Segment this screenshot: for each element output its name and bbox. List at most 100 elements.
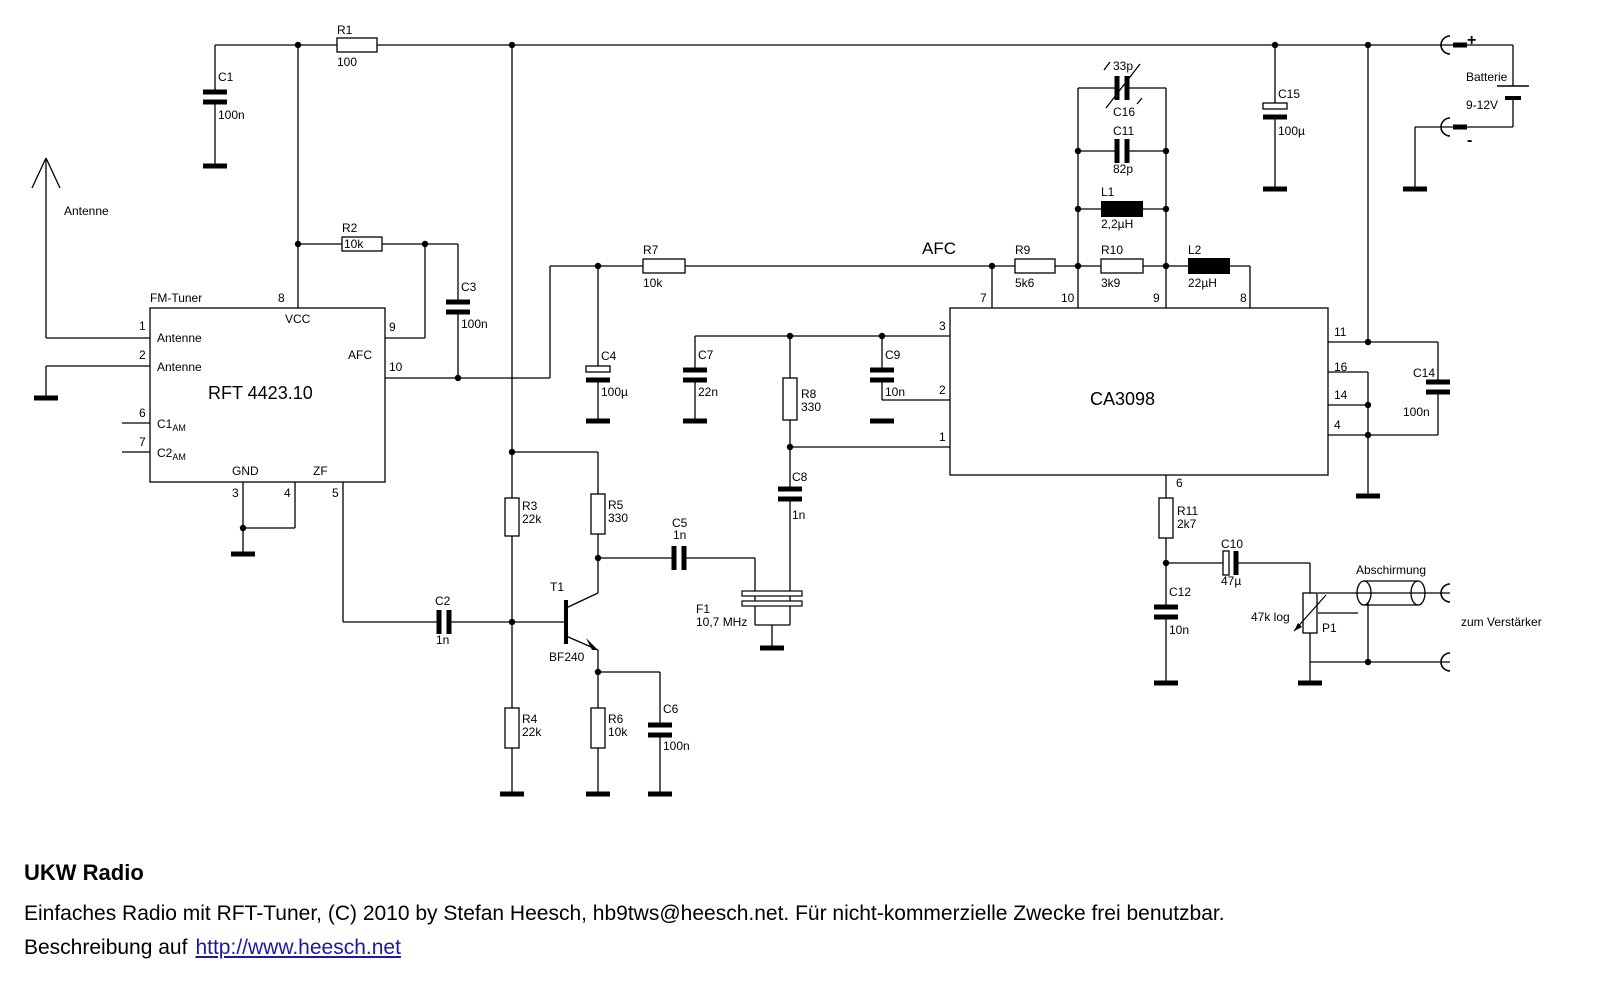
svg-text:2: 2	[139, 348, 146, 362]
svg-text:100µ: 100µ	[601, 385, 628, 399]
svg-text:10k: 10k	[344, 237, 364, 251]
svg-text:10: 10	[1061, 291, 1075, 305]
svg-text:1: 1	[139, 319, 146, 333]
svg-text:22k: 22k	[522, 512, 542, 526]
antenna-label: Antenne	[64, 204, 109, 218]
ground-symbols	[34, 163, 1427, 797]
component-labels: R1 100 R2 10k R3 22k R4 22k R5 330 R6 10…	[218, 23, 1435, 753]
tuner-vcc-label: VCC	[285, 312, 311, 326]
resistor-r2	[341, 236, 383, 252]
svg-text:7: 7	[980, 291, 987, 305]
shielded-cable	[1318, 580, 1451, 672]
minus-sign: -	[1467, 132, 1472, 149]
svg-text:1: 1	[939, 430, 946, 444]
resistor-r10	[1100, 258, 1144, 274]
resistor-r5	[590, 493, 606, 535]
website-link[interactable]: http://www.heesch.net	[195, 936, 401, 959]
potentiometer-p1	[1293, 592, 1327, 634]
svg-text:F1: F1	[696, 602, 710, 616]
resistor-r4	[504, 707, 520, 749]
capacitor-c4	[585, 365, 611, 373]
svg-text:10,7 MHz: 10,7 MHz	[696, 615, 747, 629]
svg-text:4: 4	[1334, 418, 1341, 432]
svg-text:5k6: 5k6	[1015, 276, 1035, 290]
ceramic-filter-f1	[741, 590, 803, 607]
svg-text:330: 330	[608, 511, 628, 525]
svg-text:100n: 100n	[1403, 405, 1430, 419]
battery	[1440, 35, 1529, 137]
svg-text:7: 7	[139, 435, 146, 449]
svg-text:1n: 1n	[673, 528, 686, 542]
inductors	[1101, 201, 1230, 274]
tuner-labels: FM-Tuner VCC Antenne Antenne AFC RFT 442…	[139, 291, 403, 500]
svg-text:14: 14	[1334, 388, 1348, 402]
capacitor-c15	[1262, 102, 1288, 110]
inductor-l1	[1101, 201, 1143, 217]
tuner-name: RFT 4423.10	[208, 383, 313, 403]
svg-text:1n: 1n	[792, 508, 805, 522]
svg-text:100n: 100n	[218, 108, 245, 122]
svg-text:10n: 10n	[1169, 623, 1189, 637]
resistor-r6	[590, 707, 606, 749]
diagram-title: UKW Radio	[24, 860, 144, 885]
schematic-diagram: FM-Tuner VCC Antenne Antenne AFC RFT 442…	[31, 23, 1542, 797]
svg-text:47µ: 47µ	[1221, 574, 1241, 588]
svg-text:C5: C5	[672, 516, 688, 530]
svg-text:2: 2	[939, 383, 946, 397]
junctions	[239, 41, 1372, 676]
svg-text:33p: 33p	[1113, 59, 1133, 73]
svg-text:1n: 1n	[436, 633, 449, 647]
svg-text:C4: C4	[601, 349, 617, 363]
tuner-antenna1-label: Antenne	[157, 331, 202, 345]
svg-text:10k: 10k	[643, 276, 663, 290]
svg-text:C15: C15	[1278, 87, 1300, 101]
svg-text:47k log: 47k log	[1251, 610, 1290, 624]
tuner-antenna2-label: Antenne	[157, 360, 202, 374]
afc-net-label: AFC	[922, 239, 956, 258]
svg-text:L1: L1	[1101, 185, 1115, 199]
battery-voltage-label: 9-12V	[1466, 98, 1498, 112]
svg-text:C1: C1	[218, 70, 234, 84]
svg-text:BF240: BF240	[549, 650, 585, 664]
svg-text:R5: R5	[608, 498, 624, 512]
svg-text:6: 6	[1176, 476, 1183, 490]
ic-labels: CA3098 1 2 3 4 6 7 8 9 10 11 14 16	[939, 291, 1348, 490]
svg-text:C3: C3	[461, 280, 477, 294]
svg-text:10k: 10k	[608, 725, 628, 739]
ic-name: CA3098	[1090, 389, 1155, 409]
svg-text:R7: R7	[643, 243, 659, 257]
svg-text:8: 8	[278, 291, 285, 305]
resistor-r1	[336, 37, 378, 53]
svg-text:4: 4	[284, 486, 291, 500]
svg-text:11: 11	[1334, 325, 1347, 339]
svg-text:C14: C14	[1413, 366, 1435, 380]
tuner-gnd-label: GND	[232, 464, 259, 478]
tuner-zf-label: ZF	[313, 464, 328, 478]
svg-text:L2: L2	[1188, 243, 1202, 257]
svg-text:3k9: 3k9	[1101, 276, 1121, 290]
resistor-r9	[1014, 258, 1056, 274]
shield-label: Abschirmung	[1356, 563, 1426, 577]
svg-text:6: 6	[139, 406, 146, 420]
svg-text:22n: 22n	[698, 385, 718, 399]
tuner-header: FM-Tuner	[150, 291, 202, 305]
svg-text:C2: C2	[435, 594, 451, 608]
svg-text:100n: 100n	[461, 317, 488, 331]
battery-label: Batterie	[1466, 70, 1508, 84]
svg-text:C12: C12	[1169, 585, 1191, 599]
svg-text:100µ: 100µ	[1278, 124, 1305, 138]
svg-text:2,2µH: 2,2µH	[1101, 217, 1133, 231]
copyright-line: Einfaches Radio mit RFT-Tuner, (C) 2010 …	[24, 902, 1225, 925]
svg-text:100n: 100n	[663, 739, 690, 753]
svg-text:2k7: 2k7	[1177, 517, 1197, 531]
capacitors	[203, 61, 1450, 738]
svg-text:16: 16	[1334, 360, 1348, 374]
resistor-r11	[1158, 497, 1174, 539]
svg-text:9: 9	[389, 320, 396, 334]
svg-text:10: 10	[389, 360, 403, 374]
resistor-r3	[504, 497, 520, 537]
tuner-c1am-label: C1AM	[157, 417, 186, 433]
svg-text:C11: C11	[1113, 124, 1134, 138]
svg-text:R11: R11	[1177, 504, 1198, 518]
svg-text:R6: R6	[608, 712, 624, 726]
